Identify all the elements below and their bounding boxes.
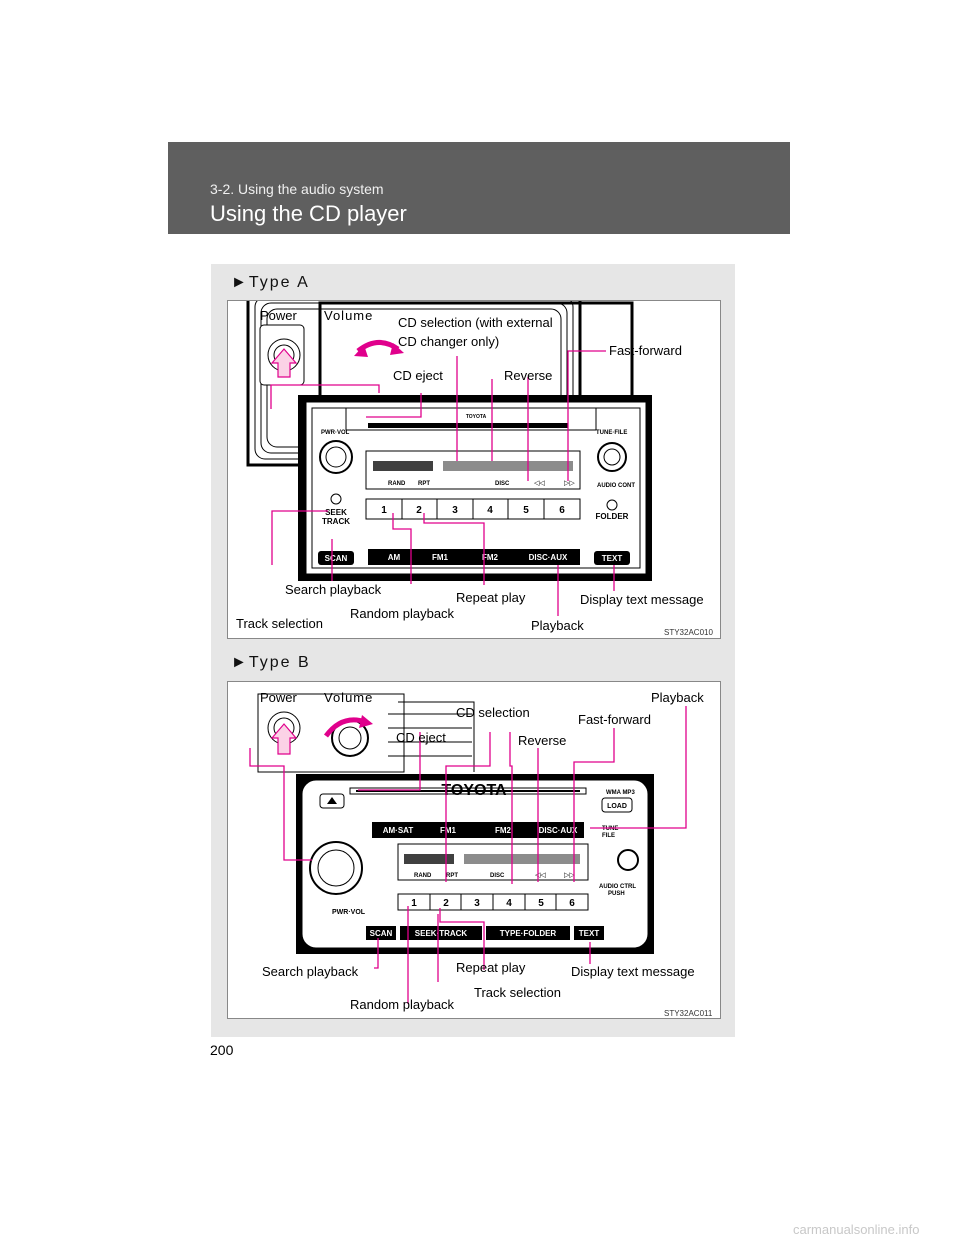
type-a-tune-file: TUNE·FILE [596,430,627,436]
type-a-preset-5: 5 [523,505,529,516]
type-a-heading: ►Type A [231,274,310,291]
type-a-fast-forward-label: Fast-forward [609,343,682,358]
type-b-text-btn: TEXT [579,929,600,938]
type-a-brand: TOYOTA [466,414,487,420]
type-b-fast-forward-label: Fast-forward [578,712,651,727]
type-b-brand: TOYOTA [441,782,507,799]
type-b-audio-ctrl-1: AUDIO CTRL [599,884,636,890]
type-b-repeat-play-label: Repeat play [456,960,526,975]
type-a-cd-selection-label-1: CD selection (with external [398,315,553,330]
type-b-preset-3: 3 [474,898,480,909]
type-b-disc: DISC [490,873,505,879]
type-b-rpt: RPT [446,873,458,879]
type-b-tune-file-1: TUNE· [602,826,620,832]
type-a-pwr-vol: PWR·VOL [321,430,350,436]
type-a-fm2: FM2 [482,553,499,562]
type-a-text-btn: TEXT [602,554,623,563]
type-b-fm2: FM2 [495,826,512,835]
type-a-seek: SEEK [325,508,347,517]
type-b-type-folder: TYPE·FOLDER [500,929,557,938]
type-b-figure: TOYOTA WMA MP3 LOAD AM·SAT FM1 FM2 DISC·… [227,681,721,1019]
svg-text:▷▷: ▷▷ [564,872,575,879]
type-a-random-playback-label: Random playback [350,606,455,621]
type-a-reverse-label: Reverse [504,368,553,383]
type-a-display-text-label: Display text message [580,592,704,607]
type-b-scan: SCAN [370,929,393,938]
type-a-power-label: Power [260,308,297,323]
type-b-track-selection-label: Track selection [474,985,561,1000]
type-b-fm1: FM1 [440,826,457,835]
type-b-playback-label: Playback [651,690,704,705]
type-b-preset-2: 2 [443,898,449,909]
type-b-rand: RAND [414,873,432,879]
type-b-illustration: TOYOTA WMA MP3 LOAD AM·SAT FM1 FM2 DISC·… [249,693,687,1004]
type-b-heading: ►Type B [231,654,311,671]
type-a-rpt: RPT [418,481,430,487]
type-b-random-playback-label: Random playback [350,997,455,1012]
type-a-disc: DISC [495,481,510,487]
type-a-disc-aux: DISC·AUX [529,553,568,562]
type-a-playback-label: Playback [531,618,584,633]
footer-watermark: carmanualsonline.info [793,1222,920,1237]
type-b-audio-ctrl-2: PUSH [608,891,625,897]
type-b-volume-label: Volume [324,690,374,705]
type-a-preset-1: 1 [381,505,387,516]
type-b-load: LOAD [607,803,627,810]
type-b-wma-mp3: WMA MP3 [606,790,635,796]
type-a-audio-cont: AUDIO CONT [597,483,635,489]
section-label: 3-2. Using the audio system [210,181,384,197]
type-a-preset-4: 4 [487,505,493,516]
type-b-preset-6: 6 [569,898,575,909]
type-b-preset-5: 5 [538,898,544,909]
type-a-preset-2: 2 [416,505,422,516]
type-a-track: TRACK [322,517,350,526]
page-number: 200 [210,1042,234,1058]
type-a-folder: FOLDER [596,512,629,521]
type-b-preset-1: 1 [411,898,417,909]
type-b-seek-track: SEEK·TRACK [415,929,468,938]
type-b-display-text-label: Display text message [571,964,695,979]
type-a-preset-6: 6 [559,505,565,516]
type-a-volume-label: Volume [324,308,374,323]
type-b-power-label: Power [260,690,297,705]
type-b-search-playback-label: Search playback [262,964,359,979]
page-title: Using the CD player [210,201,407,226]
type-a-cd-selection-label-2: CD changer only) [398,334,500,349]
type-b-figure-code: STY32AC011 [664,1009,713,1018]
type-a-scan: SCAN [325,554,348,563]
svg-text:▷▷: ▷▷ [564,480,575,487]
type-b-am-sat: AM·SAT [383,826,414,835]
chapter-header [168,142,790,234]
type-a-track-selection-label: Track selection [236,616,323,631]
type-a-search-playback-label: Search playback [285,582,382,597]
type-b-cd-eject-label: CD eject [396,730,446,745]
svg-text:◁◁: ◁◁ [535,872,546,879]
type-a-figure-code: STY32AC010 [664,628,713,637]
type-b-tune-file-2: FILE [602,833,615,839]
type-a-preset-3: 3 [452,505,458,516]
type-a-rand: RAND [388,481,406,487]
type-b-pwr-vol: PWR·VOL [332,909,366,916]
type-a-repeat-play-label: Repeat play [456,590,526,605]
type-b-cd-selection-label: CD selection [456,705,530,720]
type-b-reverse-label: Reverse [518,733,567,748]
type-b-disc-aux: DISC·AUX [539,826,578,835]
svg-text:◁◁: ◁◁ [534,480,545,487]
type-b-preset-4: 4 [506,898,512,909]
type-a-fm1: FM1 [432,553,449,562]
type-a-am: AM [388,553,401,562]
type-a-cd-eject-label: CD eject [393,368,443,383]
